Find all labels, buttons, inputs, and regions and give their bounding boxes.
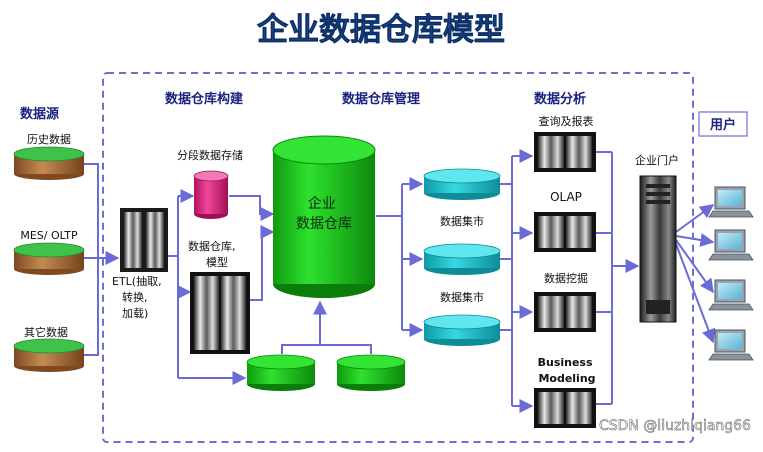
dashed-enclosure	[102, 72, 694, 443]
watermark: CSDN @liuzhiqiang66	[599, 418, 751, 434]
source-label-mes-oltp: MES/ OLTP	[20, 229, 78, 242]
users-label: 用户	[709, 117, 736, 133]
source-label-history: 历史数据	[27, 132, 71, 146]
warehouse-line-2: 数据仓库	[296, 216, 352, 232]
database-cylinder-icon	[423, 168, 501, 200]
query-report-label: 查询及报表	[539, 114, 594, 128]
staging-label: 分段数据存储	[177, 148, 243, 162]
section-manage: 数据仓库管理	[342, 91, 420, 107]
section-sources: 数据源	[20, 106, 59, 122]
database-cylinder-icon	[13, 338, 85, 372]
warehouse-cylinder	[272, 135, 376, 298]
dw-model-line-2: 模型	[206, 255, 228, 269]
data-mart-label-2: 数据集市	[440, 290, 484, 304]
olap-label: OLAP	[550, 190, 582, 204]
section-analysis: 数据分析	[534, 91, 586, 107]
business-modeling-line-1: Business	[538, 356, 593, 369]
server-icon	[120, 208, 168, 272]
etl-line-2: 转换,	[122, 290, 148, 304]
business-modeling-line-2: Modeling	[538, 372, 595, 385]
database-cylinder-icon	[423, 314, 501, 346]
database-cylinder-icon	[246, 354, 316, 391]
warehouse-line-1: 企业	[308, 195, 336, 212]
portal-label: 企业门户	[635, 153, 679, 167]
warehouse-label: 企业 数据仓库	[296, 195, 352, 232]
server-icon	[534, 212, 596, 252]
computer-icon	[708, 186, 754, 218]
etl-line-3: 加载)	[122, 307, 148, 320]
computer-icon	[708, 229, 754, 261]
business-modeling-label: Business Modeling	[538, 356, 597, 385]
etl-label: ETL(抽取, 转换, 加载)	[112, 274, 165, 320]
data-mart-label-1: 数据集市	[440, 214, 484, 228]
server-icon	[534, 292, 596, 332]
dw-model-line-1: 数据仓库,	[188, 239, 236, 253]
source-label-other: 其它数据	[24, 325, 68, 339]
database-cylinder-icon	[13, 146, 85, 180]
section-build: 数据仓库构建	[165, 91, 243, 107]
users-box	[698, 111, 748, 137]
database-cylinder-icon	[423, 243, 501, 275]
server-icon	[190, 272, 250, 354]
computer-icon	[708, 279, 754, 311]
server-icon	[534, 388, 596, 428]
database-cylinder-icon	[336, 354, 406, 391]
page-title: 企业数据仓库模型	[257, 12, 505, 48]
server-icon	[639, 175, 677, 323]
connectors	[84, 149, 716, 413]
computer-icon	[708, 329, 754, 361]
etl-line-1: ETL(抽取,	[112, 274, 162, 288]
database-cylinder-icon	[13, 242, 85, 275]
server-icon	[534, 132, 596, 172]
database-cylinder-icon	[193, 170, 229, 219]
dw-model-label: 数据仓库, 模型	[188, 239, 239, 269]
data-mining-label: 数据挖掘	[544, 271, 588, 285]
